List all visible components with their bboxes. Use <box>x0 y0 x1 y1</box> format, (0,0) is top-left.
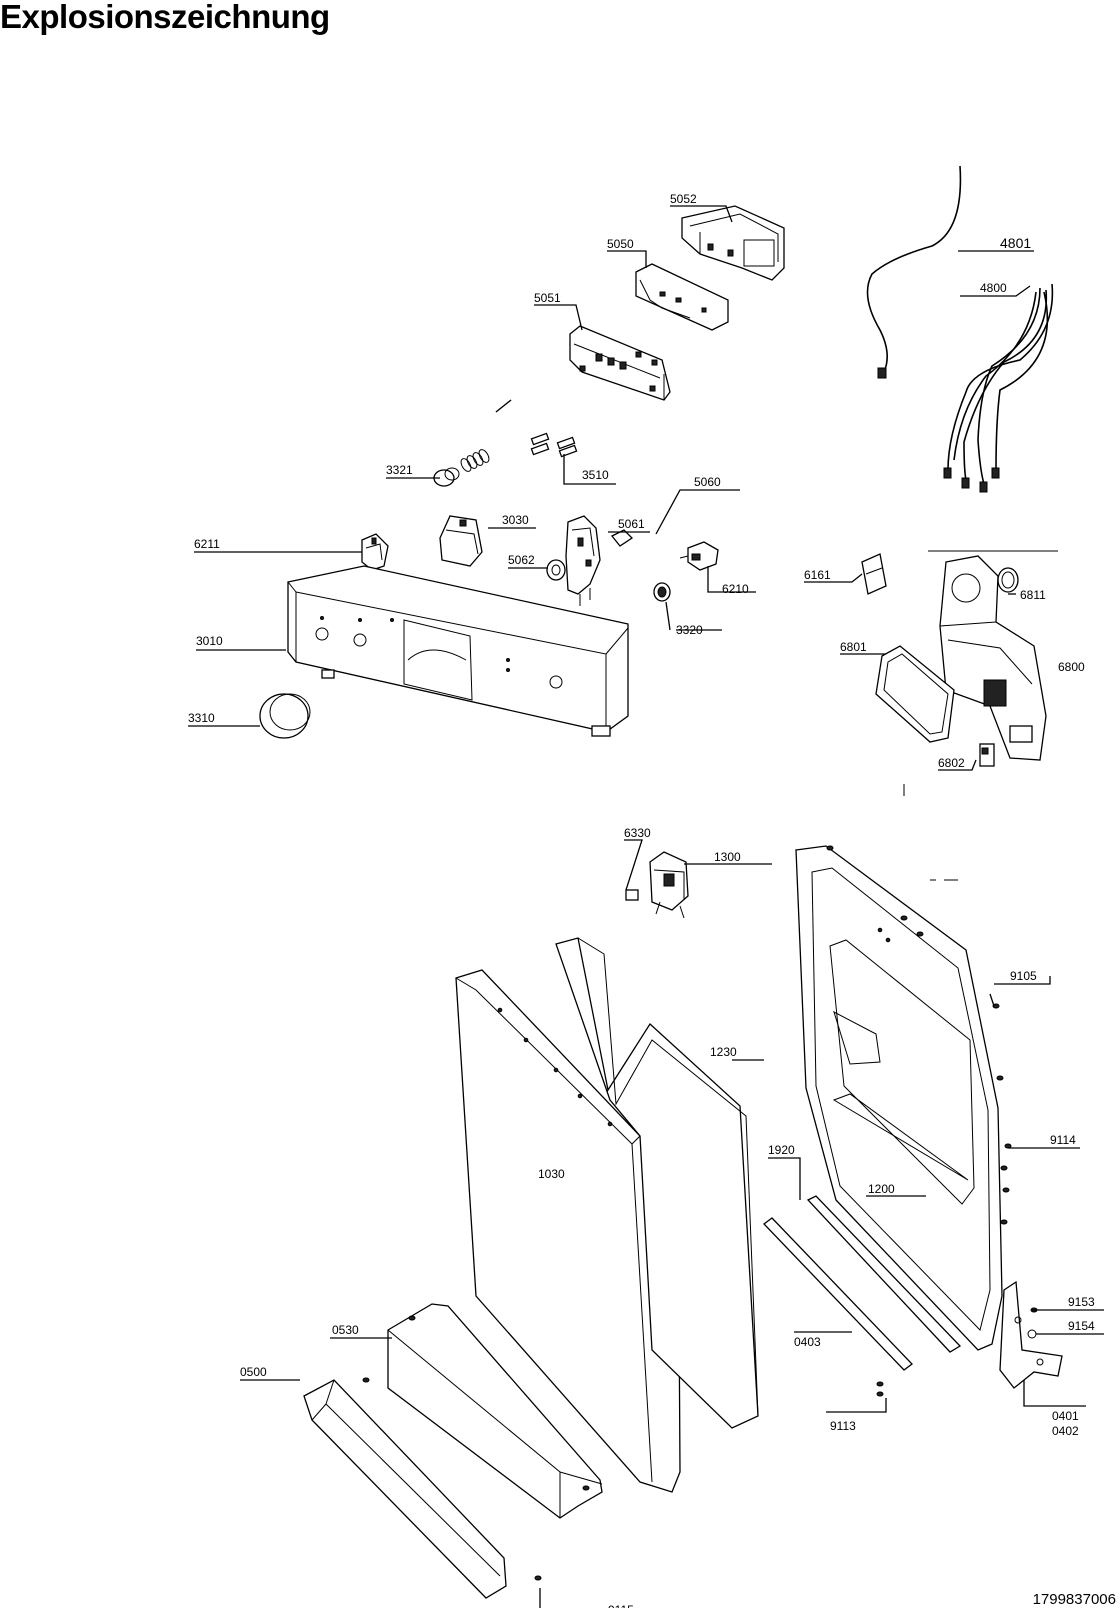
label-0403: 0403 <box>794 1335 821 1349</box>
label-3310: 3310 <box>188 711 215 725</box>
label-3030: 3030 <box>502 513 529 527</box>
part-1300-drawing <box>649 851 689 919</box>
label-3010: 3010 <box>196 634 223 648</box>
label-0401: 0401 <box>1052 1409 1079 1423</box>
part-5061-drawing <box>565 515 634 606</box>
part-3030-drawing <box>439 515 483 567</box>
label-9115: 9115 <box>608 1603 634 1608</box>
part-5062-drawing <box>546 559 566 581</box>
part-0401-drawing <box>999 1280 1063 1389</box>
part-0530-drawing <box>387 1303 603 1519</box>
part-1200-drawing <box>795 845 1003 1351</box>
screws <box>362 845 1038 1581</box>
label-1920: 1920 <box>768 1143 795 1157</box>
label-3320: 3320 <box>676 623 703 637</box>
label-0402: 0402 <box>1052 1424 1079 1438</box>
callout-leaders <box>188 205 1104 1608</box>
part-6161-drawing <box>861 553 887 595</box>
part-1230-drawing <box>555 937 759 1429</box>
part-6811-drawing <box>997 567 1019 593</box>
label-0530: 0530 <box>332 1323 359 1337</box>
part-6802-drawing <box>979 743 995 767</box>
label-9154: 9154 <box>1068 1319 1095 1333</box>
label-3321: 3321 <box>386 463 413 477</box>
part-3321-drawing <box>433 449 490 487</box>
part-3310-drawing <box>259 693 311 739</box>
label-6802: 6802 <box>938 756 965 770</box>
label-3510: 3510 <box>582 468 609 482</box>
pin-drawing <box>495 399 512 413</box>
label-9153: 9153 <box>1068 1295 1095 1309</box>
label-1230: 1230 <box>710 1045 737 1059</box>
label-4801: 4801 <box>1000 235 1031 251</box>
part-5050-drawing <box>635 263 729 331</box>
document-number: 1799837006 <box>1032 1591 1116 1608</box>
label-9105: 9105 <box>1010 969 1037 983</box>
part-5052-drawing <box>681 205 785 281</box>
label-6800: 6800 <box>1058 660 1085 674</box>
part-1030-drawing <box>455 969 681 1493</box>
part-4800-drawing <box>943 283 1054 493</box>
part-3320-drawing <box>653 582 671 602</box>
label-6161: 6161 <box>804 568 831 582</box>
part-6330-drawing <box>625 889 639 901</box>
part-1920-drawing <box>806 1195 962 1353</box>
part-6211-drawing <box>361 533 389 571</box>
label-6330: 6330 <box>624 826 651 840</box>
label-5061: 5061 <box>618 517 645 531</box>
label-6801: 6801 <box>840 640 867 654</box>
label-5060: 5060 <box>694 475 721 489</box>
label-1200: 1200 <box>868 1182 895 1196</box>
label-9114: 9114 <box>1050 1133 1076 1147</box>
page-title: Explosionszeichnung <box>0 0 330 35</box>
label-0500: 0500 <box>240 1365 267 1379</box>
label-1030: 1030 <box>538 1167 565 1181</box>
part-6800-drawing <box>939 555 1047 761</box>
part-3010-drawing <box>287 565 629 737</box>
part-6801-drawing <box>875 645 955 743</box>
label-1300: 1300 <box>714 850 741 864</box>
part-labels: 5052 5050 5051 4801 4800 3321 3510 5060 … <box>188 192 1095 1608</box>
label-5062: 5062 <box>508 553 535 567</box>
label-6811: 6811 <box>1020 588 1046 602</box>
label-9113: 9113 <box>830 1419 856 1433</box>
part-5051-drawing <box>569 325 671 401</box>
part-4801-drawing <box>866 165 962 379</box>
part-0403-drawing <box>763 1217 913 1371</box>
label-6211: 6211 <box>194 537 220 551</box>
label-5051: 5051 <box>534 291 561 305</box>
part-3510-drawing <box>530 432 578 458</box>
label-5052: 5052 <box>670 192 697 206</box>
part-0500-drawing <box>303 1379 507 1599</box>
label-5050: 5050 <box>607 237 634 251</box>
part-6210-drawing <box>679 541 719 571</box>
label-4800: 4800 <box>980 281 1007 295</box>
label-6210: 6210 <box>722 582 749 596</box>
